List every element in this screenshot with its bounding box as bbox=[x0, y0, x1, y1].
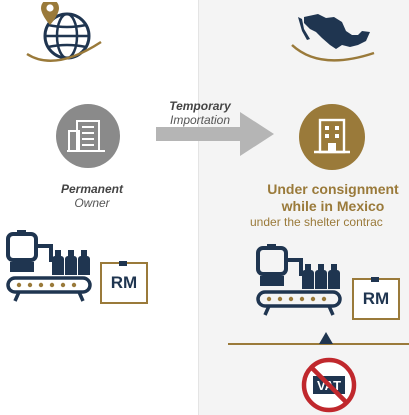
temporary-label: Temporary bbox=[169, 99, 231, 113]
consignment-subtitle: while in Mexico bbox=[281, 198, 385, 214]
box-tab bbox=[371, 277, 379, 282]
mexico-map-icon bbox=[291, 14, 375, 62]
raw-material-label: RM bbox=[362, 289, 390, 308]
shelter-contract-note: under the shelter contrac bbox=[250, 215, 383, 229]
import-arrow bbox=[156, 112, 274, 156]
building-icon bbox=[56, 104, 120, 168]
left-panel bbox=[0, 0, 198, 415]
raw-material-box-icon-right: RM bbox=[352, 277, 400, 320]
globe-pin-icon bbox=[26, 2, 102, 62]
section-line bbox=[228, 343, 409, 345]
factory-conveyor-icon-right bbox=[256, 244, 342, 316]
owner-label: Permanent bbox=[60, 182, 124, 196]
raw-material-label: RM bbox=[110, 273, 138, 292]
no-vat-icon: VAT bbox=[301, 357, 357, 413]
box-tab bbox=[119, 261, 127, 266]
panel-divider bbox=[198, 0, 199, 415]
factory-conveyor-icon bbox=[6, 230, 92, 302]
consignment-title: Under consignment bbox=[267, 181, 399, 197]
building-gold-icon bbox=[299, 104, 365, 170]
importation-label: Importation bbox=[169, 113, 231, 127]
triangle-marker bbox=[319, 332, 333, 344]
owner-sublabel: Owner bbox=[74, 196, 110, 210]
raw-material-box-icon: RM bbox=[100, 261, 148, 304]
right-panel bbox=[198, 0, 409, 415]
